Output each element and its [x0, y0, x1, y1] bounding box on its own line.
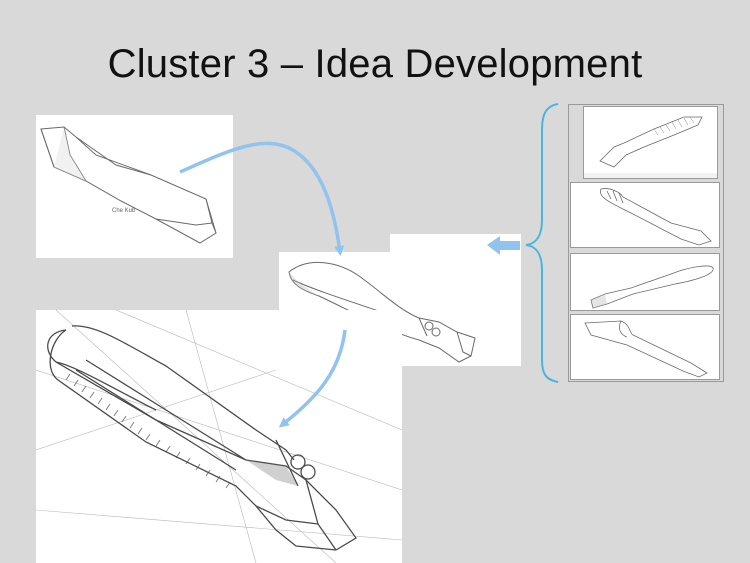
thumbnail-frame [568, 104, 724, 382]
thumbnail-sketch-4 [570, 314, 720, 380]
thumbnail-sketch-2 [570, 182, 720, 248]
thumbnail-sketch-3 [570, 253, 720, 311]
sketch-caption: Che Kub [112, 208, 136, 214]
thumbnail-sketch-1 [583, 106, 718, 179]
slide-title: Cluster 3 – Idea Development [107, 42, 643, 86]
sketch-final-concept [36, 310, 402, 563]
sketch-early-concept: Che Kub [36, 115, 233, 258]
curly-brace-icon [525, 103, 559, 383]
sketch-refined-backdrop [390, 234, 521, 286]
